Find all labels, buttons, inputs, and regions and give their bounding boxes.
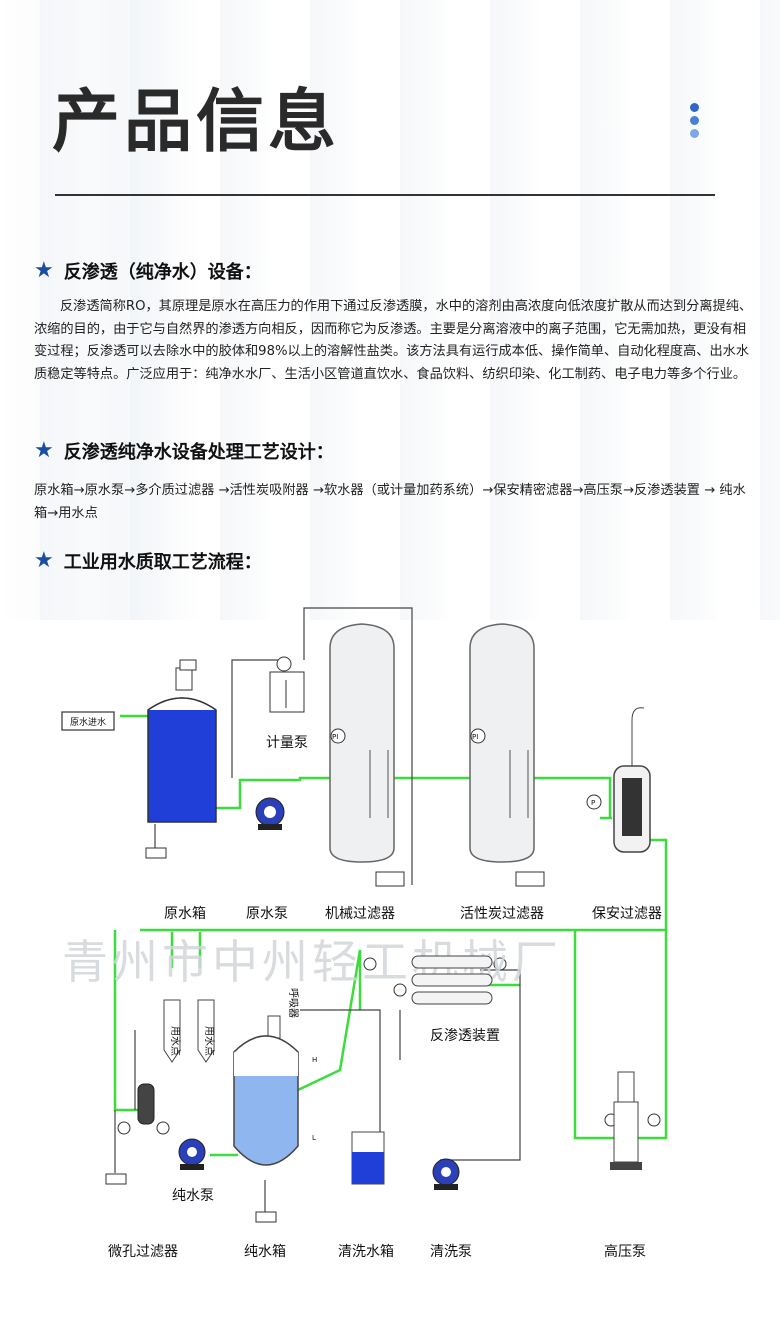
gauge-label: PI <box>332 733 338 741</box>
pure-water-pump <box>178 1138 206 1170</box>
gauge-label: P <box>591 799 595 807</box>
star-icon: ★ <box>34 438 54 463</box>
label-pure-pump: 纯水泵 <box>172 1188 214 1204</box>
dot-1 <box>690 103 699 112</box>
label-security-filter: 保安过滤器 <box>592 906 662 922</box>
label-raw-pump: 原水泵 <box>246 906 288 922</box>
level-label: L <box>312 1134 316 1142</box>
use-points <box>163 999 215 1063</box>
raw-water-pump <box>255 797 285 830</box>
title-divider <box>55 194 715 196</box>
label-high-pressure-pump: 高压泵 <box>604 1243 646 1260</box>
dosing-pump-label: 计量泵 <box>266 735 308 751</box>
label-pure-tank: 纯水箱 <box>244 1244 286 1260</box>
star-icon: ★ <box>34 548 54 573</box>
inlet-label: 原水进水 <box>70 716 106 728</box>
pressure-gauges <box>117 728 661 1135</box>
star-icon: ★ <box>34 258 54 283</box>
high-pressure-pump <box>610 1071 642 1170</box>
dosing-pump <box>269 656 305 713</box>
security-filter <box>613 707 651 853</box>
label-mech-filter: 机械过滤器 <box>325 906 395 922</box>
inlet-box <box>61 711 115 731</box>
label-raw-tank: 原水箱 <box>164 906 206 922</box>
breather-label: 呼吸器 <box>287 988 299 1018</box>
ro-label: 反渗透装置 <box>430 1028 500 1044</box>
gauge-label: PI <box>472 733 478 741</box>
ro-membranes <box>411 955 493 1005</box>
section-heading-process: ★ 反渗透纯净水设备处理工艺设计： <box>34 438 334 464</box>
menu-dots-icon[interactable] <box>690 103 700 142</box>
section-heading-text: 反渗透（纯净水）设备： <box>63 262 262 283</box>
label-carbon-filter: 活性炭过滤器 <box>460 906 544 922</box>
use-point-label: 用水点 <box>169 1026 181 1056</box>
process-flow-diagram: 原水进水 计量泵 <box>61 607 668 1260</box>
section-heading-text: 反渗透纯净水设备处理工艺设计： <box>63 442 334 463</box>
dot-2 <box>690 116 699 125</box>
header-background <box>0 0 780 620</box>
use-point-label: 用水点 <box>203 1026 215 1056</box>
page-title: 产品信息 <box>52 83 341 162</box>
section-heading-flow: ★ 工业用水质取工艺流程： <box>34 548 262 574</box>
cleaning-pump <box>432 1158 460 1190</box>
pure-water-tank <box>233 1035 299 1223</box>
section-body-ro: 反渗透简称RO，其原理是原水在高压力的作用下通过反渗透膜，水中的溶剂由高浓度向低… <box>34 299 753 382</box>
label-cleaning-tank: 清洗水箱 <box>338 1244 394 1260</box>
section-body-process: 原水箱→原水泵→多介质过滤器 →活性炭吸附器 →软水器（或计量加药系统）→保安精… <box>34 483 746 521</box>
raw-water-tank <box>145 659 217 859</box>
label-micro-filter: 微孔过滤器 <box>108 1244 178 1260</box>
dot-3 <box>690 129 699 138</box>
carbon-filter <box>469 623 545 887</box>
cleaning-tank <box>351 1131 385 1185</box>
section-heading-ro: ★ 反渗透（纯净水）设备： <box>34 258 262 284</box>
breather <box>267 1015 281 1039</box>
level-label: H <box>312 1056 317 1064</box>
label-cleaning-pump: 清洗泵 <box>430 1244 472 1260</box>
mechanical-filter <box>329 623 405 887</box>
section-heading-text: 工业用水质取工艺流程： <box>63 552 262 573</box>
micro-filter <box>105 1083 155 1185</box>
